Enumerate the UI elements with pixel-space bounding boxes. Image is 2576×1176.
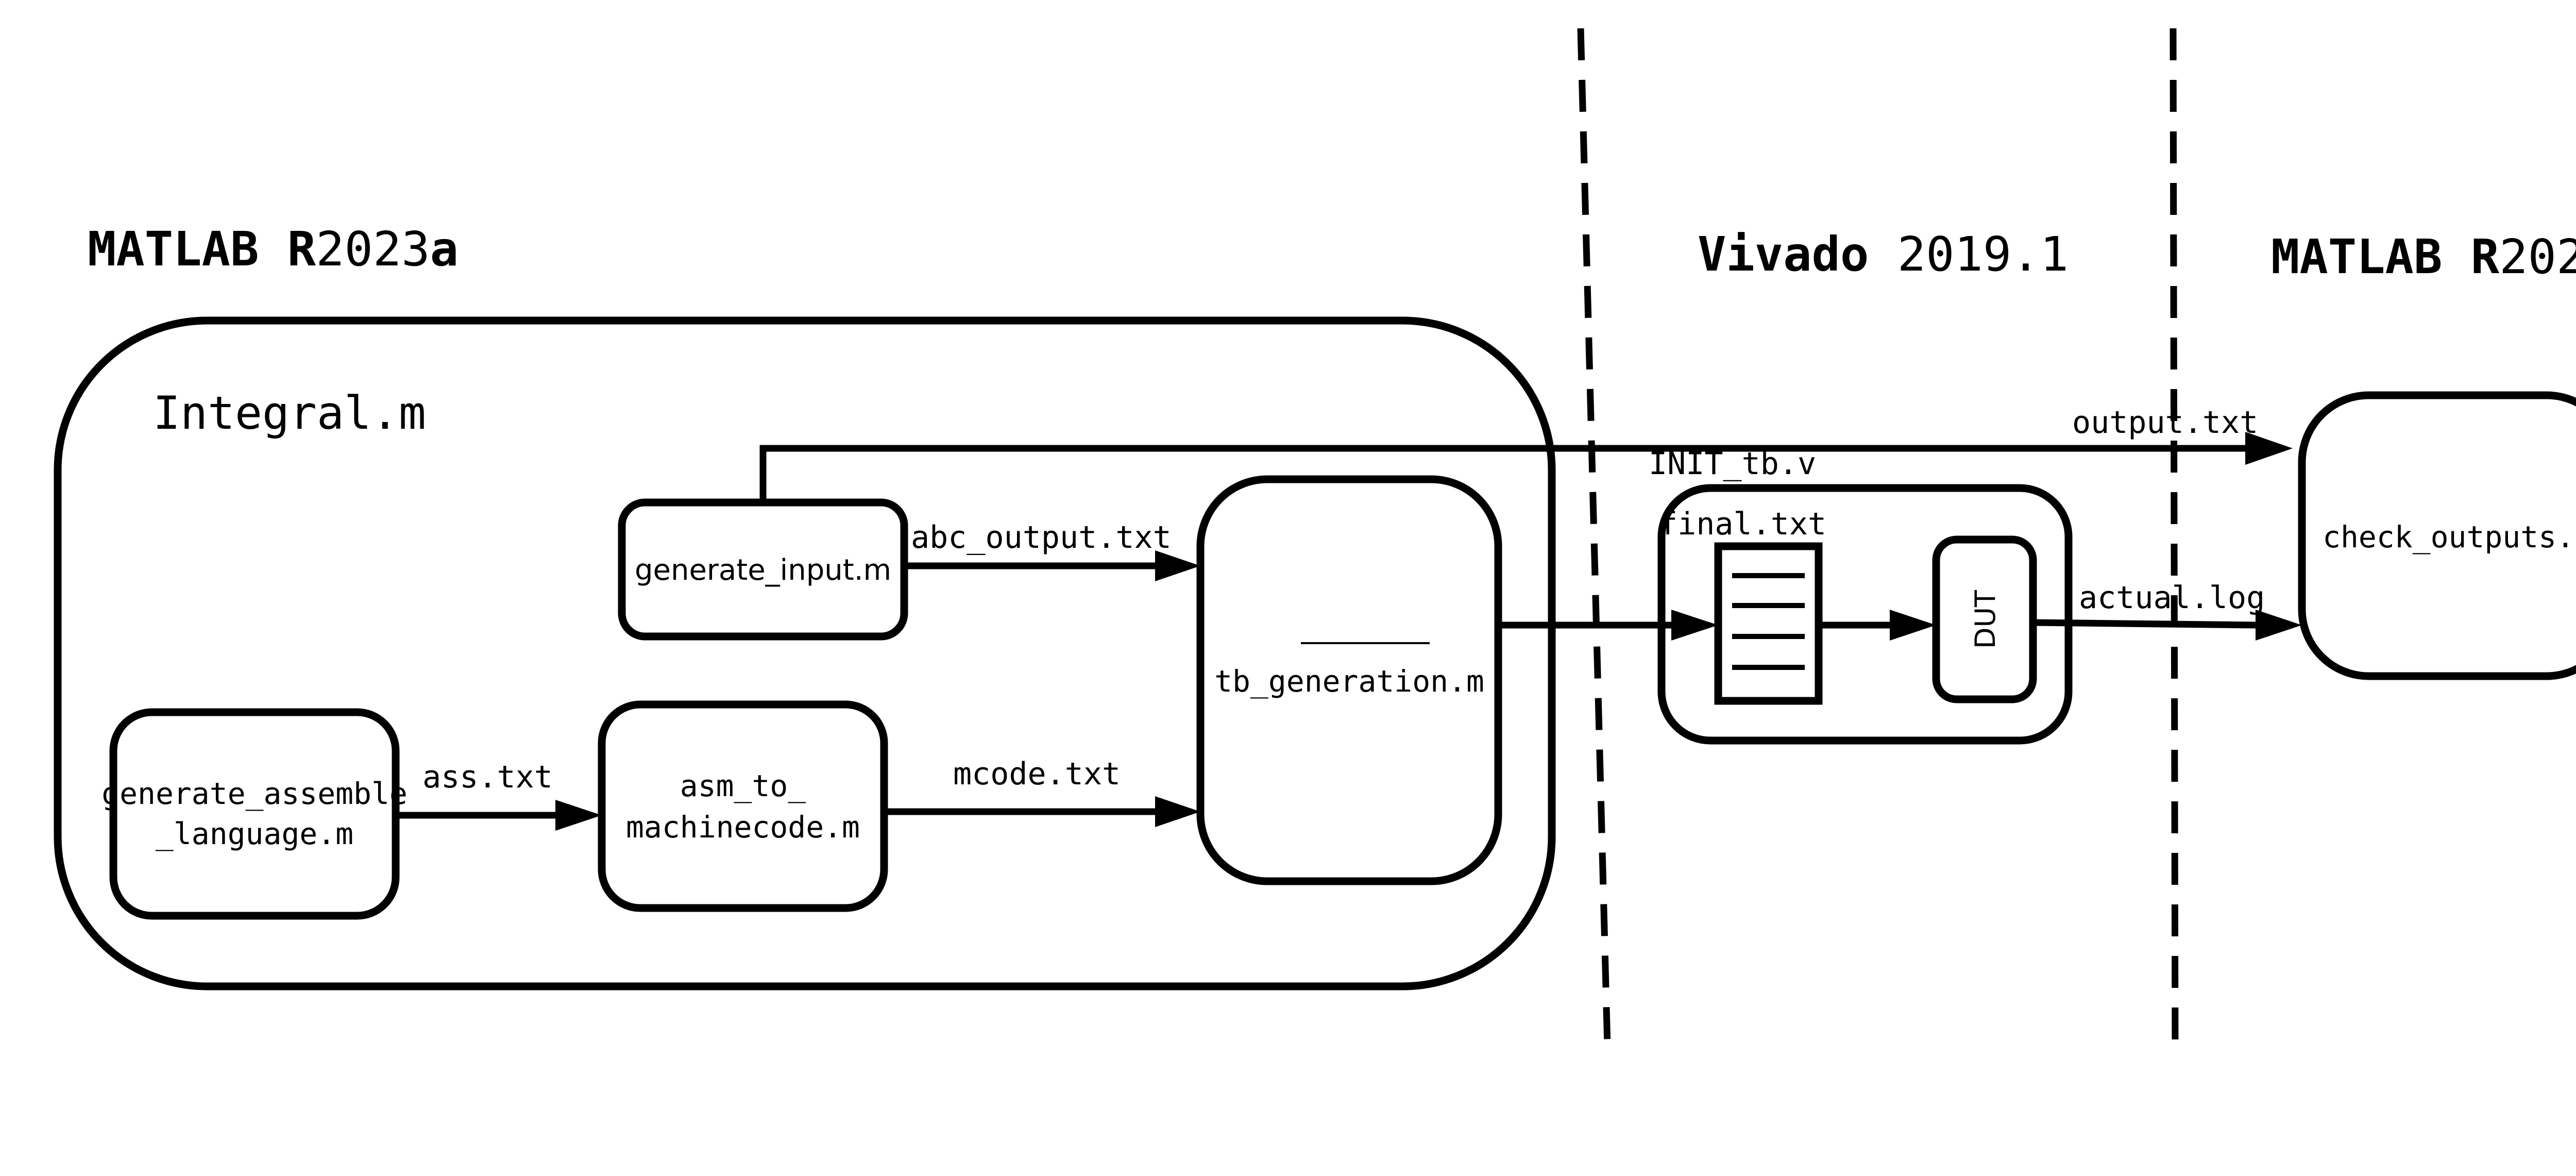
- arrowhead-actual: [2256, 610, 2302, 641]
- label-abc-output: abc_output.txt: [911, 519, 1172, 556]
- generate-assemble-box: [109, 708, 400, 920]
- label-mcode: mcode.txt: [953, 756, 1121, 792]
- tb-generation-box: [1196, 475, 1502, 885]
- heading-matlab-right: MATLAB R2023a: [2271, 229, 2576, 284]
- check-outputs-box: [2298, 391, 2576, 680]
- final-file-icon: [1714, 542, 1823, 705]
- check-outputs-label: check_outputs.m: [2323, 519, 2576, 555]
- arrowhead-abc-output: [1155, 550, 1200, 581]
- divider-left: [1577, 28, 1611, 1047]
- asm-to-machinecode-box: [598, 700, 888, 912]
- arrowhead-mcode: [1155, 796, 1200, 827]
- integral-container: [54, 316, 1556, 990]
- generate-assemble-label-1: generate_assemble: [101, 776, 408, 811]
- generate-input-label: generate_input.m: [635, 553, 891, 587]
- wire-actual: [2032, 619, 2257, 629]
- heading-vivado-bold: Vivado: [1698, 227, 1869, 282]
- arrowhead-init-tb: [1671, 610, 1718, 641]
- asm-label-2: machinecode.m: [626, 810, 860, 845]
- arrowhead-final: [1890, 610, 1936, 641]
- wire-output: [759, 445, 2246, 502]
- divider-right: [2170, 28, 2179, 1054]
- heading-matlab-left-version: 2023: [316, 222, 430, 277]
- tb-generation-label: tb_generation.m: [1214, 664, 1484, 699]
- heading-vivado: Vivado 2019.1: [1698, 227, 2069, 282]
- heading-vivado-version: 2019.1: [1869, 227, 2069, 282]
- label-output: output.txt: [2072, 405, 2258, 441]
- heading-matlab-left-bold: MATLAB R: [88, 222, 316, 277]
- heading-matlab-left-suffix: a: [430, 222, 459, 277]
- arrowhead-output: [2245, 432, 2293, 465]
- integral-title: Integral.m: [153, 387, 426, 440]
- arrowhead-ass: [555, 800, 602, 831]
- heading-matlab-left: MATLAB R2023a: [88, 222, 459, 277]
- heading-matlab-right-bold: MATLAB R: [2271, 229, 2500, 284]
- label-init-tb: INIT_tb.v: [1649, 446, 1816, 482]
- asm-label-1: asm_to_: [680, 768, 806, 803]
- vivado-group-box: [1657, 484, 2073, 745]
- label-actual: actual.log: [2079, 580, 2265, 616]
- label-ass: ass.txt: [422, 759, 553, 795]
- generate-assemble-label-2: _language.m: [156, 816, 353, 851]
- dut-box: [1932, 535, 2037, 703]
- heading-matlab-right-version: 2023: [2499, 229, 2576, 284]
- dut-label: DUT: [1969, 590, 2002, 649]
- label-final: final.txt: [1659, 506, 1826, 542]
